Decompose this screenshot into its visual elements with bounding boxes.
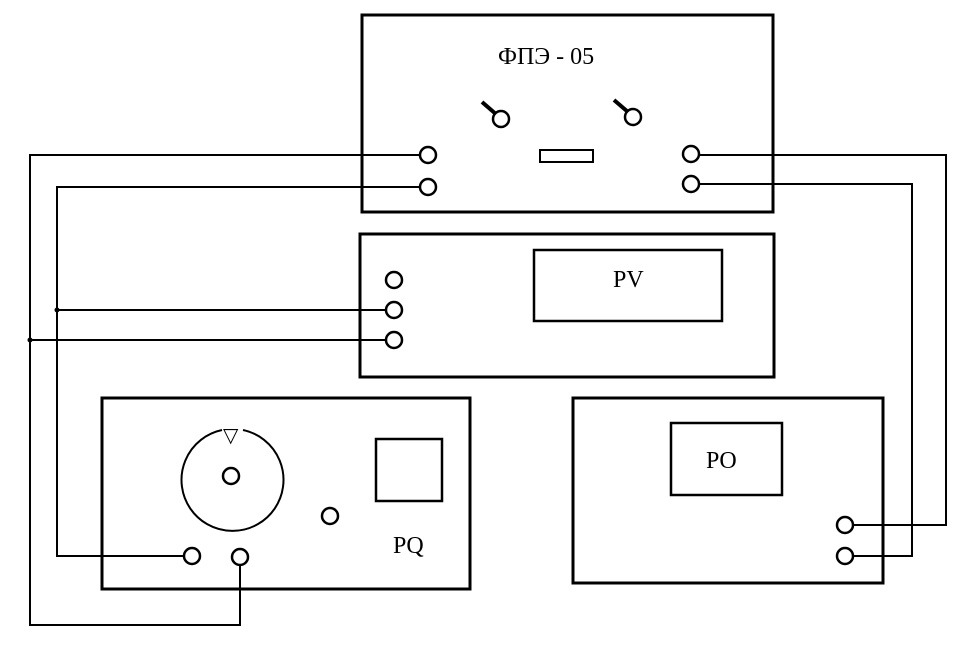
fpe-05-terminal-left-top[interactable] [418,145,438,165]
pv-label: PV [613,267,644,293]
pv-housing [358,232,776,379]
pv-terminal-bottom[interactable] [384,330,404,350]
wire-junction [27,337,33,343]
pq-unit: ▽ PQ [100,396,472,591]
fpe-05-knob-right[interactable] [623,107,643,127]
pq-display [374,437,444,503]
fpe-05-knob-left[interactable] [491,109,511,129]
po-housing [571,396,885,585]
wires [27,154,947,626]
pq-dial-marker-icon: ▽ [223,423,239,447]
po-unit: PO [571,396,885,585]
pq-terminal-left[interactable] [182,546,202,566]
pv-display [532,248,724,323]
fpe-05-label: ФПЭ - 05 [498,44,594,70]
po-terminal-top[interactable] [835,515,855,535]
fpe-05-unit: ФПЭ - 05 [360,13,775,214]
pv-terminal-middle[interactable] [384,300,404,320]
fpe-05-slot [539,149,594,163]
wire-fpe-left-bottom-to-pq [56,186,420,557]
pq-button[interactable] [320,506,340,526]
pv-terminal-top[interactable] [384,270,404,290]
pv-unit: PV [358,232,776,379]
wire-fpe-left-top-to-pq [29,154,420,626]
po-terminal-bottom[interactable] [835,546,855,566]
fpe-05-terminal-left-bottom[interactable] [418,177,438,197]
pq-dial-knob[interactable] [221,466,241,486]
wire-fpe-right-top-to-po [700,154,947,526]
pq-label: PQ [393,533,424,559]
fpe-05-switch-lever-right [612,98,630,114]
wire-fpe-right-bottom-to-po [700,183,913,557]
po-label: PO [706,448,737,474]
fpe-05-terminal-right-bottom[interactable] [681,174,701,194]
pq-housing [100,396,472,591]
fpe-05-terminal-right-top[interactable] [681,144,701,164]
pq-dial-ring [180,429,285,532]
pq-terminal-right[interactable] [230,547,250,567]
fpe-05-housing [360,13,775,214]
wire-junction [54,307,60,313]
po-display [669,421,784,497]
